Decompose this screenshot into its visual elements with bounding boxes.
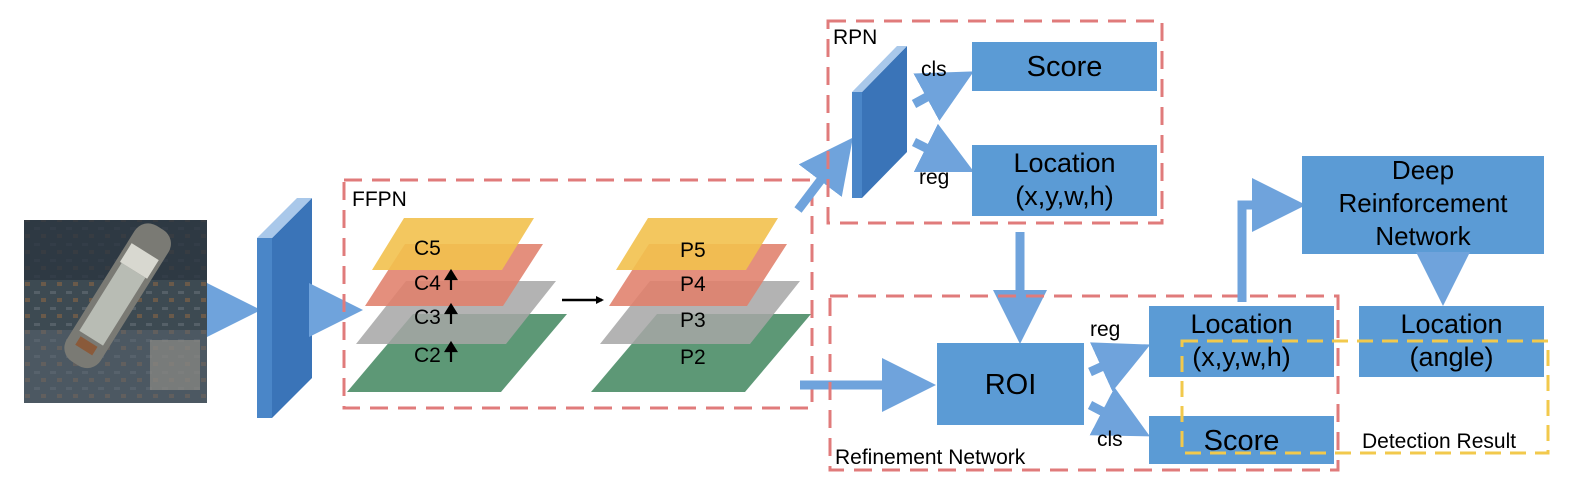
drn-box: [1302, 156, 1544, 254]
input-image: [24, 220, 207, 403]
rpn-region: [826, 19, 1164, 225]
layer-c5-label: C5: [414, 237, 441, 260]
detection-result-label: Detection Result: [1362, 430, 1516, 453]
rpn-conv-block: [852, 46, 907, 198]
roi-text: ROI: [985, 369, 1037, 401]
refine-score-box: [1149, 416, 1334, 464]
arrow-rpn-cls: [911, 71, 974, 121]
layer-p3-label: P3: [680, 309, 706, 332]
angle-location-line2: (angle): [1409, 342, 1493, 372]
refinement-region: [828, 294, 1340, 472]
rpn-score-box: [972, 42, 1157, 91]
pyramid-feature-stack: P5 P4 P3 P2: [591, 218, 811, 392]
roi-cls-label: cls: [1097, 428, 1123, 451]
drn-line1: Deep: [1392, 155, 1454, 185]
drn-line3: Network: [1375, 221, 1471, 251]
refinement-label: Refinement Network: [835, 446, 1026, 469]
layer-c4-label: C4: [414, 272, 441, 295]
ffpn-label: FFPN: [352, 188, 407, 211]
arrow-ffpn-to-rpn: [794, 137, 853, 213]
angle-location-line1: Location: [1400, 309, 1502, 339]
drn-line2: Reinforcement: [1338, 188, 1508, 218]
ffpn-region: [342, 178, 814, 410]
rpn-location-line1: Location: [1013, 148, 1115, 178]
arrow-rpn-reg: [911, 123, 975, 173]
layer-c3-label: C3: [414, 306, 441, 329]
rpn-score-text: Score: [1027, 51, 1103, 83]
rpn-reg-label: reg: [919, 166, 949, 189]
layer-c2-label: C2: [414, 344, 441, 367]
refine-location-line1: Location: [1190, 309, 1292, 339]
arrow-location-to-drn: [1237, 178, 1306, 302]
rpn-label: RPN: [833, 26, 877, 49]
layer-c5: [372, 218, 534, 270]
layer-p4-label: P4: [680, 273, 706, 296]
rpn-location-box: [972, 145, 1157, 216]
roi-reg-label: reg: [1090, 318, 1120, 341]
rpn-location-line2: (x,y,w,h): [1015, 181, 1114, 211]
roi-box: [937, 343, 1084, 425]
upsample-arrow-icons: [444, 268, 458, 362]
refine-location-line2: (x,y,w,h): [1192, 342, 1291, 372]
layer-p5: [616, 218, 778, 270]
layer-p2-label: P2: [680, 346, 706, 369]
rpn-cls-label: cls: [921, 58, 947, 81]
backbone-feature-stack: C5 C4 C3 C2: [347, 218, 567, 392]
layer-p5-label: P5: [680, 239, 706, 262]
arrow-roi-reg: [1088, 342, 1151, 392]
backbone-block: [257, 198, 312, 418]
detection-result-region: [1180, 339, 1550, 455]
arrow-roi-cls: [1087, 387, 1150, 437]
